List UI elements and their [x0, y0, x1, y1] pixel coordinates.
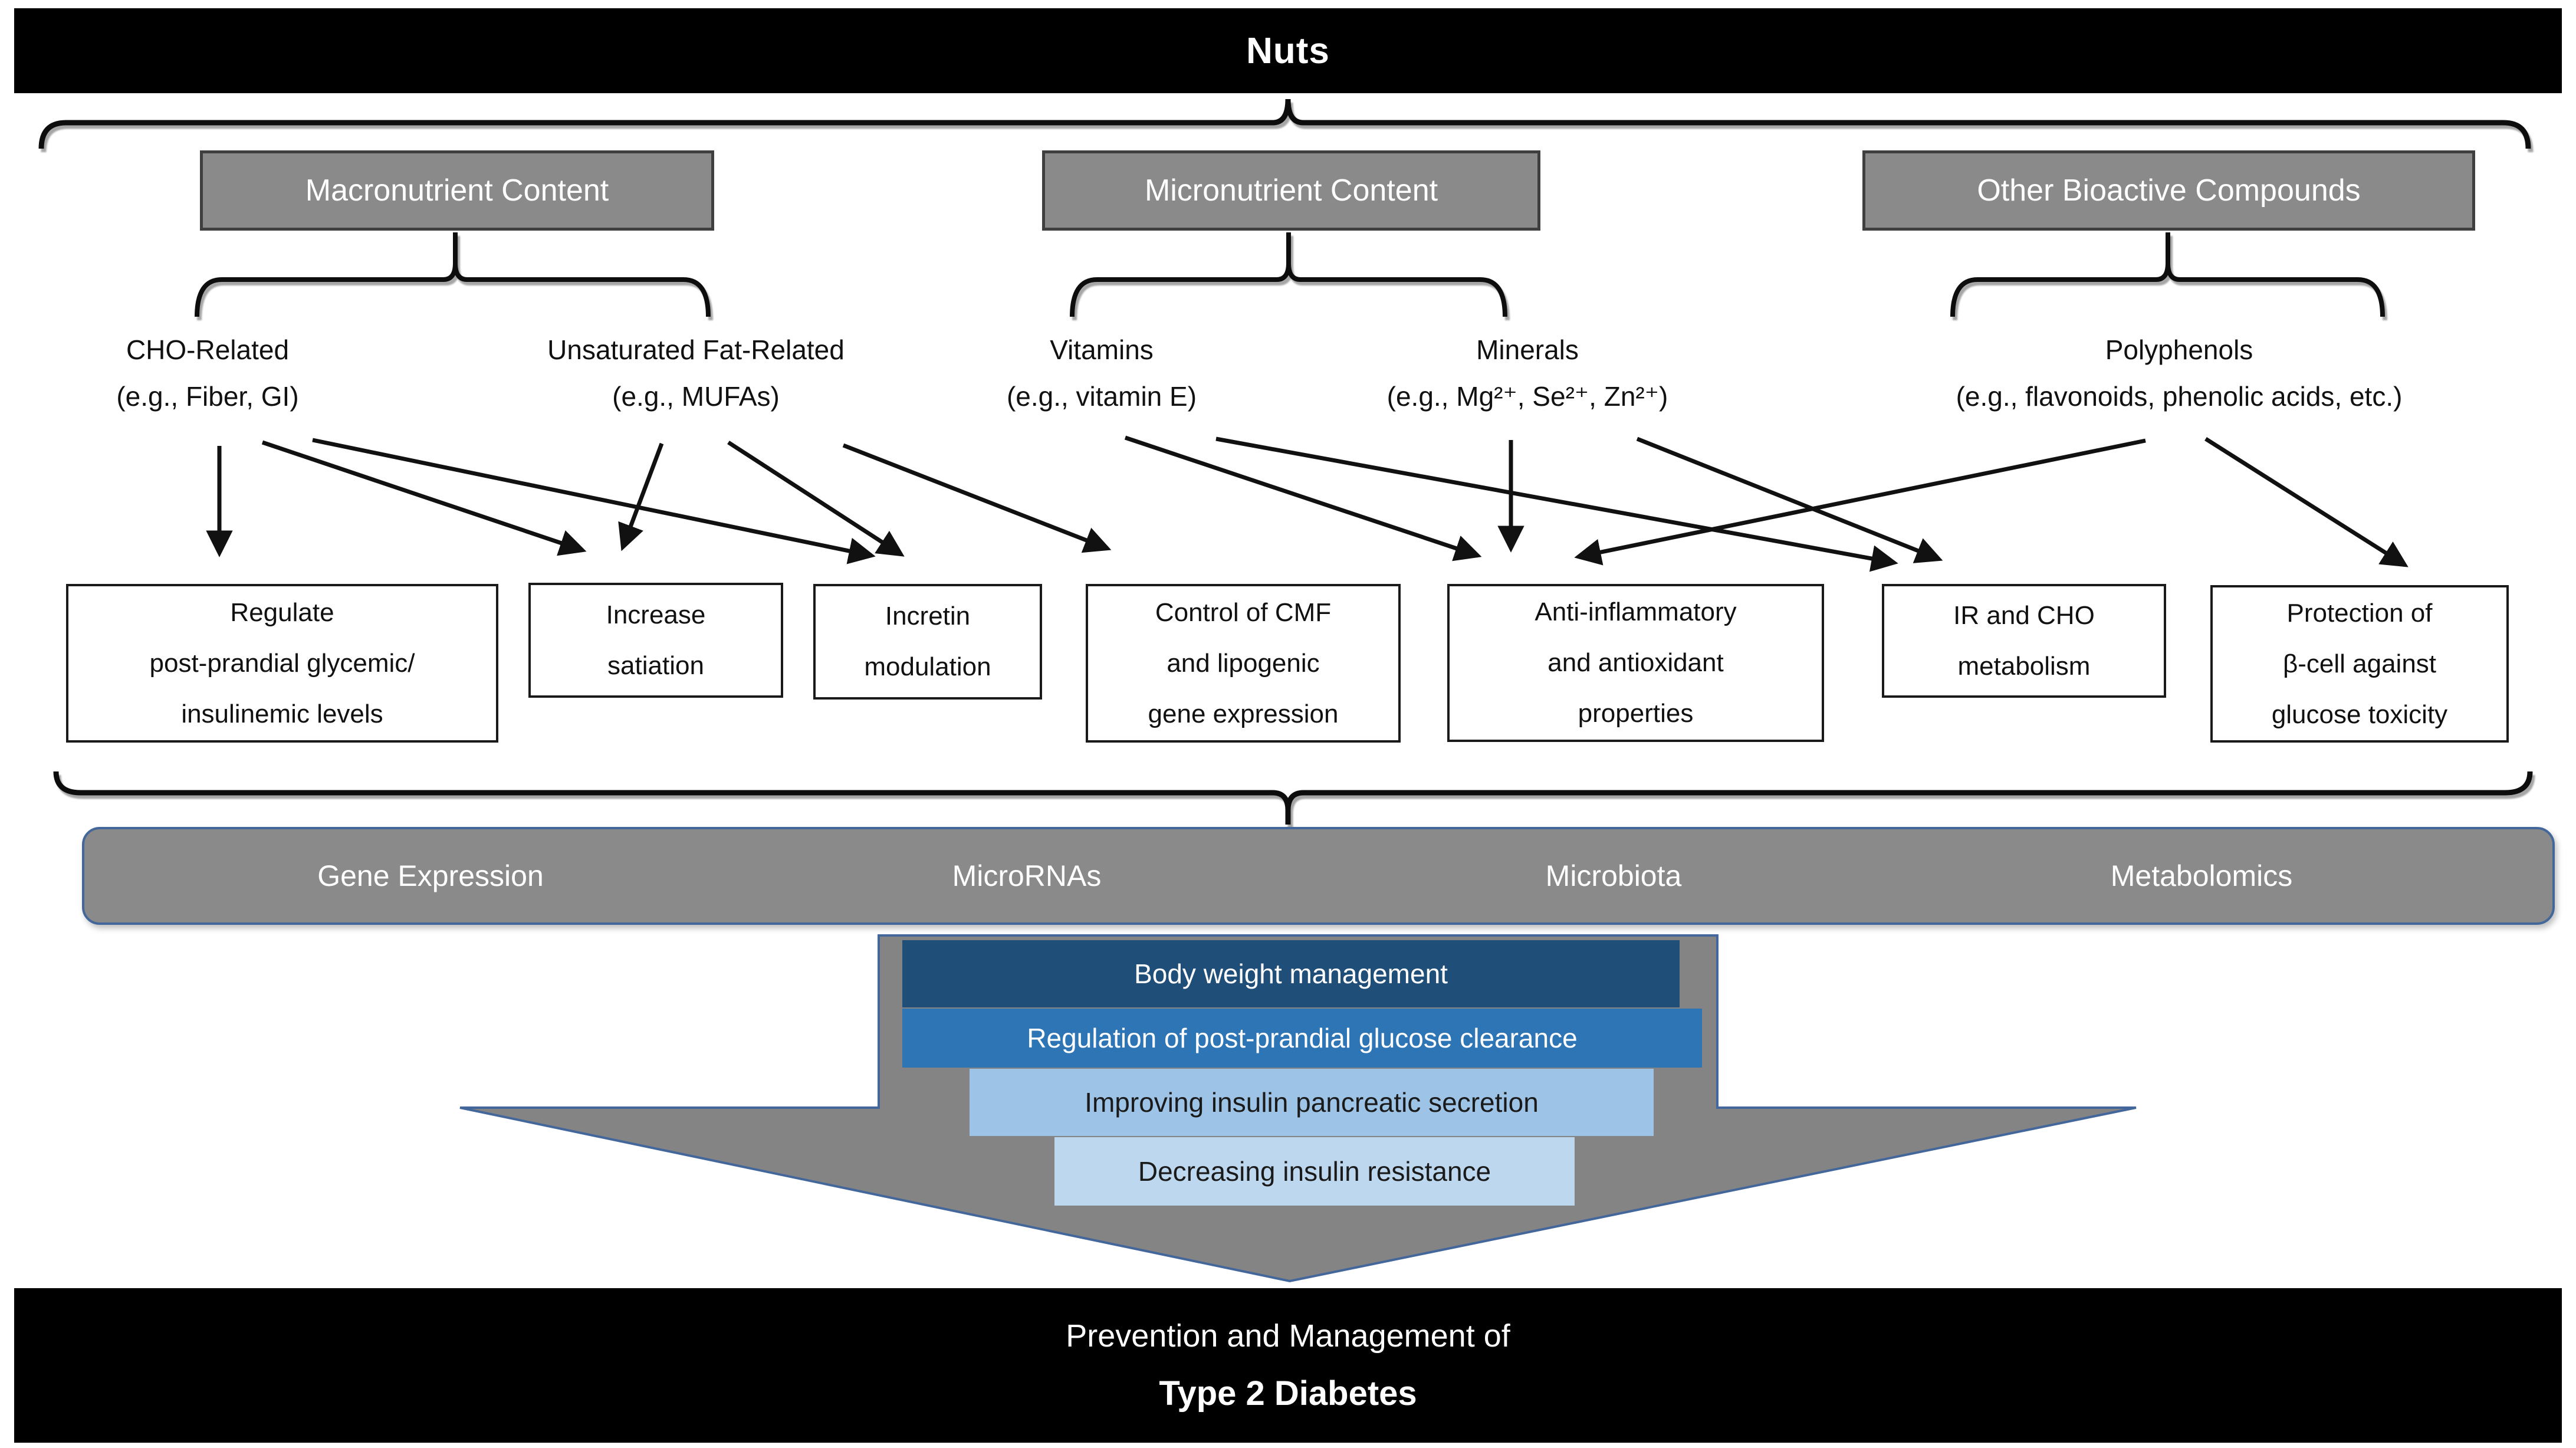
- funnel-bar-insulin-resistance: Decreasing insulin resistance: [1054, 1137, 1575, 1206]
- sub-example: (e.g., Mg²⁺, Se²⁺, Zn²⁺): [1386, 381, 1668, 412]
- top-banner: Nuts: [14, 8, 2562, 93]
- sub-name: Minerals: [1476, 334, 1579, 365]
- sub-label-cho: CHO-Related (e.g., Fiber, GI): [0, 327, 420, 420]
- mechanism-box-cmf: Control of CMF and lipogenic gene expres…: [1086, 584, 1401, 743]
- bottom-banner: Prevention and Management of Type 2 Diab…: [14, 1288, 2562, 1443]
- category-label: Other Bioactive Compounds: [1977, 173, 2361, 208]
- sub-label-polyphenols: Polyphenols (e.g., flavonoids, phenolic …: [1825, 327, 2533, 420]
- funnel-bar-body-weight: Body weight management: [902, 940, 1680, 1007]
- funnel-bar-label: Decreasing insulin resistance: [1138, 1156, 1491, 1187]
- arrow-cho-to-incretin: [312, 438, 876, 564]
- top-curly-brace: [38, 98, 2531, 149]
- funnel-bar-glucose-clearance: Regulation of post-prandial glucose clea…: [902, 1009, 1702, 1068]
- sub-example: (e.g., flavonoids, phenolic acids, etc.): [1956, 381, 2403, 412]
- sub-label-vitamins: Vitamins (e.g., vitamin E): [866, 327, 1338, 420]
- arrow-minerals-to-ir: [1636, 436, 1943, 563]
- omics-bar: [82, 827, 2555, 925]
- diagram-title: Nuts: [1246, 30, 1330, 71]
- footer-line1: Prevention and Management of: [1066, 1318, 1510, 1354]
- sub-example: (e.g., Fiber, GI): [116, 381, 299, 412]
- mechanism-text: Anti-inflammatory and antioxidant proper…: [1535, 597, 1737, 728]
- mechanism-text: Protection of β-cell against glucose tox…: [2271, 598, 2448, 729]
- sub-example: (e.g., vitamin E): [1006, 381, 1197, 412]
- mechanism-box-glycemic: Regulate post-prandial glycemic/ insulin…: [66, 584, 498, 743]
- arrow-fat-to-satiation: [618, 442, 664, 551]
- bioactive-brace: [1950, 232, 2385, 317]
- category-label: Micronutrient Content: [1144, 173, 1438, 208]
- bottom-curly-brace: [53, 771, 2533, 825]
- mechanism-box-betacell: Protection of β-cell against glucose tox…: [2210, 585, 2509, 743]
- sub-label-unsaturated-fat: Unsaturated Fat-Related (e.g., MUFAs): [448, 327, 944, 420]
- arrow-vitamins-to-ir: [1215, 436, 1898, 572]
- sub-name: CHO-Related: [126, 334, 290, 365]
- omics-item-microbiota: Microbiota: [1378, 827, 1849, 925]
- category-box-macronutrient: Macronutrient Content: [200, 150, 714, 231]
- arrow-polyphenols-to-antiinflammatory: [1574, 438, 2146, 566]
- arrow-polyphenols-to-betacell: [2204, 437, 2409, 567]
- mechanism-text: Regulate post-prandial glycemic/ insulin…: [149, 597, 415, 728]
- sub-name: Vitamins: [1050, 334, 1154, 365]
- mechanism-box-incretin: Incretin modulation: [813, 584, 1042, 700]
- macronutrient-brace: [195, 232, 711, 317]
- mechanism-box-ir-cho: IR and CHO metabolism: [1882, 584, 2166, 698]
- arrow-fat-to-incretin: [727, 441, 905, 557]
- arrow-fat-to-cmf: [842, 443, 1112, 553]
- omics-item-gene-expression: Gene Expression: [195, 827, 666, 925]
- arrow-cho-to-satiation: [261, 440, 587, 556]
- mechanism-box-satiation: Increase satiation: [528, 583, 783, 698]
- omics-item-label: Metabolomics: [2110, 859, 2293, 892]
- omics-item-label: Gene Expression: [317, 859, 544, 892]
- omics-item-label: Microbiota: [1545, 859, 1682, 892]
- sub-label-minerals: Minerals (e.g., Mg²⁺, Se²⁺, Zn²⁺): [1292, 327, 1763, 420]
- mechanism-text: IR and CHO metabolism: [1953, 600, 2095, 681]
- category-box-micronutrient: Micronutrient Content: [1042, 150, 1540, 231]
- mechanism-arrows: [206, 435, 2409, 572]
- omics-item-label: MicroRNAs: [952, 859, 1102, 892]
- mechanism-box-antiinflammatory: Anti-inflammatory and antioxidant proper…: [1447, 584, 1824, 742]
- funnel-bar-insulin-secretion: Improving insulin pancreatic secretion: [970, 1069, 1654, 1136]
- omics-item-metabolomics: Metabolomics: [1966, 827, 2437, 925]
- footer-line2: Type 2 Diabetes: [1159, 1374, 1417, 1413]
- funnel-bar-label: Body weight management: [1134, 958, 1448, 989]
- mechanism-text: Incretin modulation: [864, 602, 991, 681]
- funnel-bar-label: Regulation of post-prandial glucose clea…: [1027, 1023, 1578, 1053]
- sub-name: Unsaturated Fat-Related: [547, 334, 845, 365]
- category-box-bioactive: Other Bioactive Compounds: [1862, 150, 2475, 231]
- omics-item-micrornas: MicroRNAs: [791, 827, 1263, 925]
- mechanism-text: Increase satiation: [606, 600, 706, 680]
- sub-name: Polyphenols: [2105, 334, 2253, 365]
- category-label: Macronutrient Content: [305, 173, 609, 208]
- arrow-vitamins-to-antiinflammatory: [1124, 435, 1482, 562]
- sub-example: (e.g., MUFAs): [612, 381, 780, 412]
- micronutrient-brace: [1070, 232, 1507, 317]
- mechanism-text: Control of CMF and lipogenic gene expres…: [1148, 597, 1339, 728]
- funnel-bar-label: Improving insulin pancreatic secretion: [1085, 1087, 1539, 1118]
